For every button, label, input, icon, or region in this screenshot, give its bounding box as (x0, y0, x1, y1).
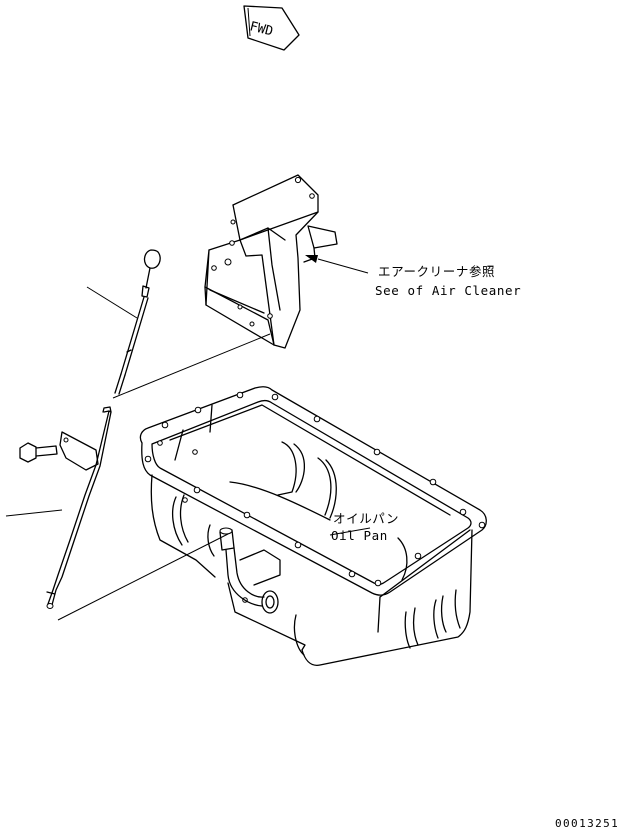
oil-pan-label-en: Oil Pan (331, 528, 388, 543)
fwd-arrow-icon: FWD (243, 5, 300, 51)
dipstick-tube-leader (5, 509, 63, 517)
bolt (19, 442, 58, 463)
fwd-text: FWD (248, 19, 275, 39)
tube-reference-line (57, 533, 229, 621)
air-cleaner-leader (305, 255, 369, 274)
dipstick-leader (86, 286, 138, 319)
oil-pan-label-jp: オイルパン (333, 511, 400, 526)
air-cleaner-bracket (204, 174, 338, 349)
tube-fitting (219, 527, 281, 614)
tube-bracket (59, 431, 99, 471)
air-cleaner-label-jp: エアークリーナ参照 (378, 264, 496, 279)
dipstick-tube (46, 406, 112, 609)
bracket-reference-line (112, 333, 271, 399)
dipstick (114, 249, 161, 395)
air-cleaner-label-en: See of Air Cleaner (375, 283, 522, 298)
drawing-number: 00013251 (555, 817, 620, 830)
oil-pan-leader (329, 527, 371, 536)
oil-pan (139, 386, 487, 666)
